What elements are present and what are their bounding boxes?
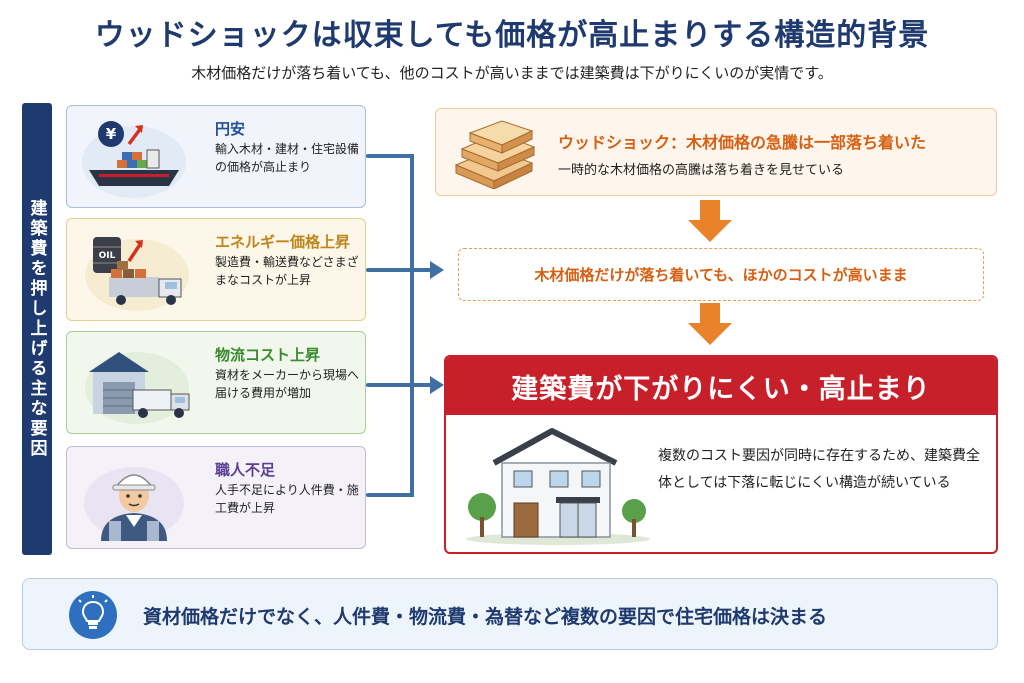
result-desc: 複数のコスト要因が同時に存在するため、建築費全体としては下落に転じにくい構造が続… <box>658 448 980 491</box>
summary-text: 資材価格だけでなく、人件費・物流費・為替など複数の要因で住宅価格は決まる <box>143 605 828 628</box>
factor-title: 職人不足 <box>215 461 276 479</box>
factor-card-labor: 職人不足 人手不足により人件費・施工費が上昇 <box>66 446 366 549</box>
warehouse-truck-icon <box>85 352 190 424</box>
lumber-icon <box>454 120 536 189</box>
page-title: ウッドショックは収束しても価格が高止まりする構造的背景 <box>94 18 930 53</box>
oil-label: OIL <box>99 251 116 261</box>
arrow-down-icon <box>688 303 732 345</box>
oil-truck-icon: OIL <box>85 237 189 311</box>
house-icon <box>466 428 650 545</box>
factor-title: 円安 <box>215 120 246 138</box>
remaining-costs-text: 木材価格だけが落ち着いても、ほかのコストが高いまま <box>534 266 908 284</box>
factor-desc: 人手不足により人件費・施工費が上昇 <box>215 483 359 515</box>
side-label: 建築費を押し上げる主な要因 <box>26 199 47 459</box>
remaining-costs-box: 木材価格だけが落ち着いても、ほかのコストが高いまま <box>458 248 984 301</box>
factor-title: 物流コスト上昇 <box>215 346 321 364</box>
worker-icon <box>84 467 184 541</box>
factor-card-yen: ¥ 円安 輸入木材・建材・住宅設備の価格が高止まり <box>66 105 366 208</box>
factor-connector-arrows <box>366 154 444 497</box>
factor-desc: 製造費・輸送費などさまざまなコストが上昇 <box>215 255 359 287</box>
factor-title: エネルギー価格上昇 <box>215 233 351 251</box>
result-title: 建築費が下がりにくい・高止まり <box>446 357 996 415</box>
page-subtitle: 木材価格だけが落ち着いても、他のコストが高いままでは建築費は下がりにくいのが実情… <box>191 64 833 82</box>
wood-shock-box: ウッドショック：木材価格の急騰は一部落ち着いた 一時的な木材価格の高騰は落ち着き… <box>435 108 997 196</box>
wood-shock-desc: 一時的な木材価格の高騰は落ち着きを見せている <box>558 163 845 178</box>
arrow-down-icon <box>688 200 732 242</box>
factor-card-logistics: 物流コスト上昇 資材をメーカーから現場へ届ける費用が増加 <box>66 331 366 434</box>
lightbulb-icon <box>69 591 117 639</box>
factor-desc: 輸入木材・建材・住宅設備の価格が高止まり <box>215 142 360 174</box>
yen-ship-icon: ¥ <box>82 121 186 198</box>
side-label-bar: 建築費を押し上げる主な要因 <box>22 103 52 555</box>
svg-text:¥: ¥ <box>106 125 117 143</box>
summary-footer: 資材価格だけでなく、人件費・物流費・為替など複数の要因で住宅価格は決まる <box>22 578 998 650</box>
factor-desc: 資材をメーカーから現場へ届ける費用が増加 <box>215 368 360 400</box>
result-box: 建築費が下がりにくい・高止まり 複数のコスト要因が同時に存在するため、建築費全体… <box>444 355 998 554</box>
factor-card-energy: OIL エネルギー価格上昇 製造費・輸送費などさまざまなコストが上昇 <box>66 218 366 321</box>
wood-shock-title: ウッドショック：木材価格の急騰は一部落ち着いた <box>558 133 927 152</box>
